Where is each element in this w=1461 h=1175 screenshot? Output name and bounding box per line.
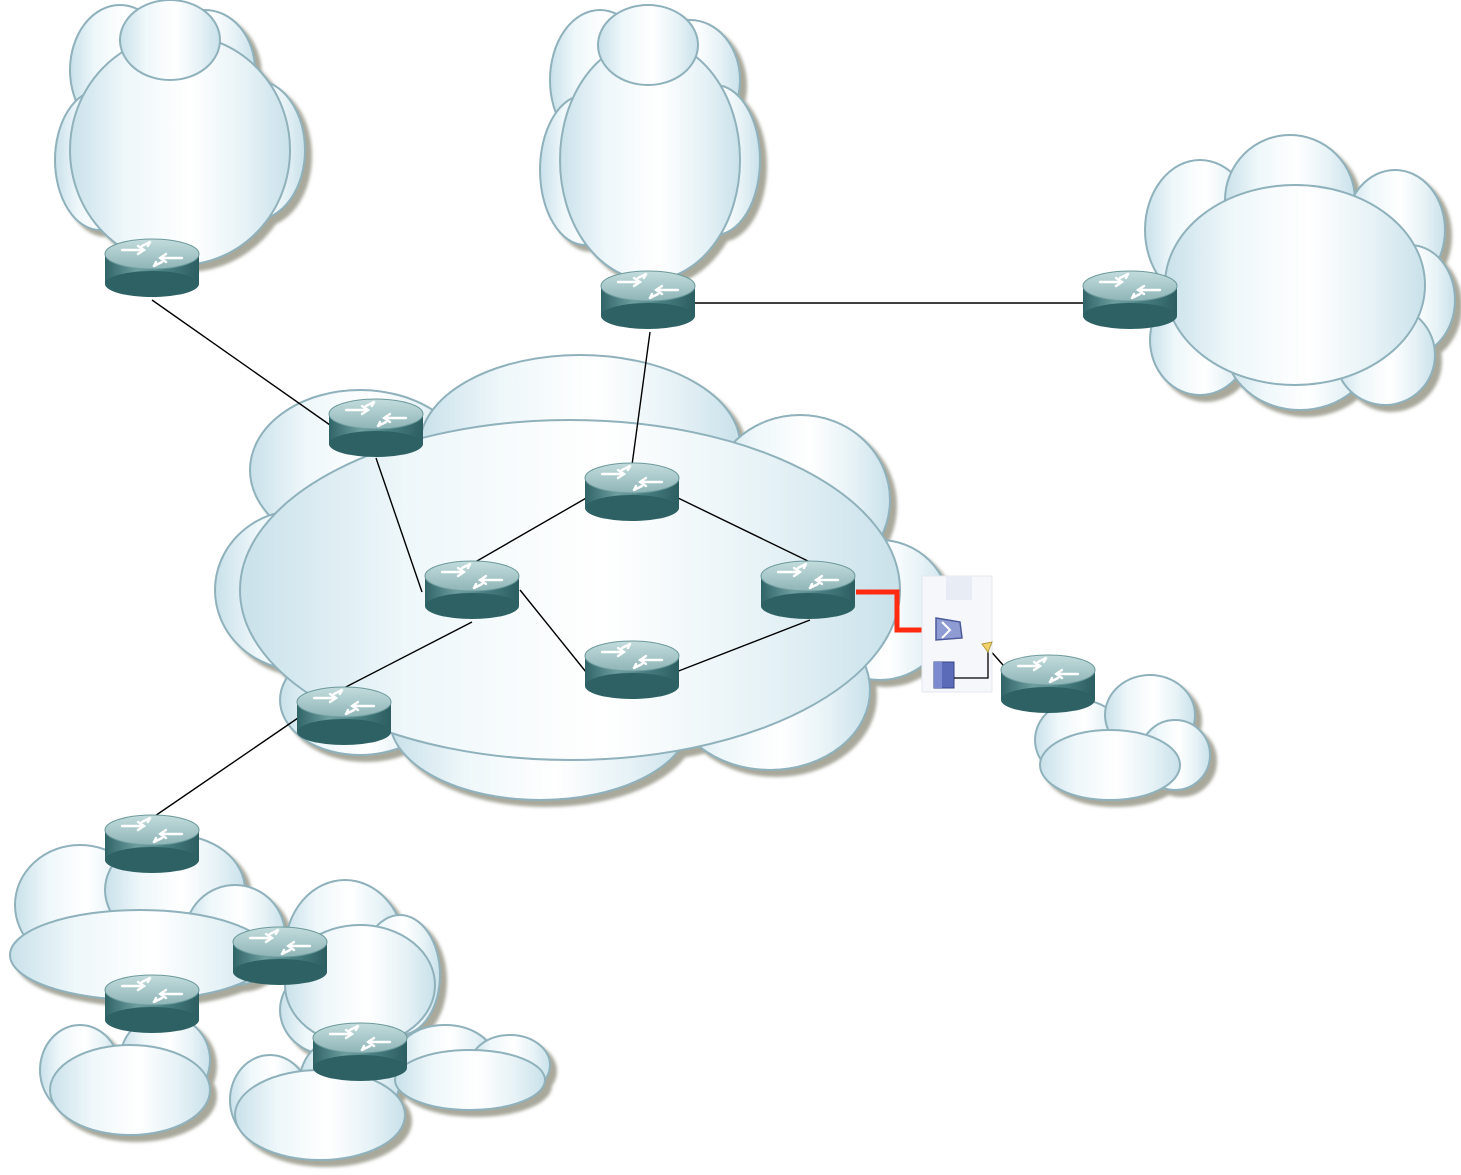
serial-link-red xyxy=(856,589,938,633)
router-icon[interactable] xyxy=(103,237,201,299)
router-icon[interactable] xyxy=(583,461,681,523)
router-icon[interactable] xyxy=(295,685,393,747)
router-icon[interactable] xyxy=(759,559,857,621)
router-icon[interactable] xyxy=(599,269,697,331)
cloud-top-center xyxy=(539,4,761,281)
cloud-bottom-left-c xyxy=(39,1014,211,1136)
router-icon[interactable] xyxy=(583,639,681,701)
cloud-bottom-left-e xyxy=(394,1024,551,1111)
link-topleft-corenw xyxy=(151,299,331,426)
router-icon[interactable] xyxy=(103,973,201,1035)
router-icon[interactable] xyxy=(999,653,1097,715)
firewall-server-icon[interactable] xyxy=(921,575,993,693)
link-corenw-coremid xyxy=(375,457,423,593)
link-coretop-coremid xyxy=(469,496,589,566)
router-icon[interactable] xyxy=(231,925,329,987)
cloud-right xyxy=(1144,134,1456,411)
router-icon[interactable] xyxy=(1081,269,1179,331)
links xyxy=(151,299,1085,819)
router-icon[interactable] xyxy=(311,1021,409,1083)
link-topcenter-coretop xyxy=(631,331,651,466)
link-coremid-coresw xyxy=(339,621,473,691)
link-coresw-bl1 xyxy=(151,717,299,819)
link-coresouth-coreeast xyxy=(675,619,811,673)
cloud-small-right xyxy=(1034,674,1211,801)
router-icon[interactable] xyxy=(327,397,425,459)
cloud-top-left xyxy=(54,0,306,266)
router-icon[interactable] xyxy=(103,813,201,875)
link-coretop-coreeast xyxy=(675,496,811,563)
link-coremid-coresouth xyxy=(519,589,587,673)
router-icon[interactable] xyxy=(423,559,521,621)
